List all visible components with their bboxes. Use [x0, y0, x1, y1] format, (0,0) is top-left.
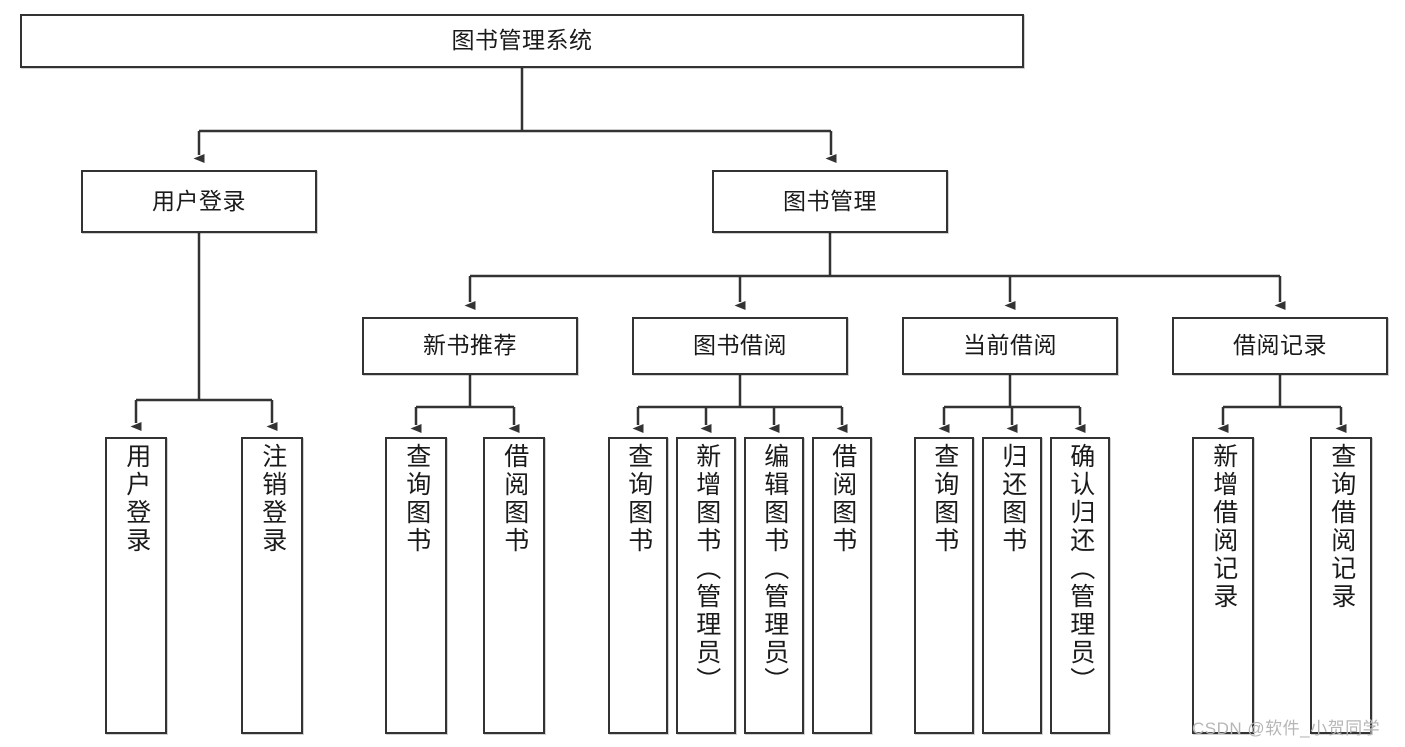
node-leaf-cur-return-book[interactable]: 归还图书: [982, 437, 1042, 734]
node-leaf-rec-query-book-label: 查询图书: [402, 443, 431, 555]
node-leaf-borrow-add-book[interactable]: 新增图书（管理员）: [676, 437, 736, 734]
node-book-manage[interactable]: 图书管理: [712, 170, 948, 233]
node-leaf-borrow-query-book[interactable]: 查询图书: [608, 437, 668, 734]
node-leaf-borrow-lend-book[interactable]: 借阅图书: [812, 437, 872, 734]
node-book-manage-label: 图书管理: [783, 187, 877, 214]
node-leaf-rec-add-record-label: 新增借阅记录: [1209, 443, 1238, 611]
node-borrow-record[interactable]: 借阅记录: [1172, 317, 1388, 375]
node-leaf-cur-return-book-label: 归还图书: [998, 443, 1027, 555]
node-borrow-record-label: 借阅记录: [1233, 332, 1327, 359]
watermark: CSDN @软件_小贺同学: [1192, 719, 1381, 738]
node-leaf-cur-query-book[interactable]: 查询图书: [914, 437, 974, 734]
node-current-borrow-label: 当前借阅: [963, 332, 1057, 359]
node-leaf-borrow-edit-book[interactable]: 编辑图书（管理员）: [744, 437, 804, 734]
node-current-borrow[interactable]: 当前借阅: [902, 317, 1118, 375]
node-user-login-label: 用户登录: [152, 187, 246, 214]
node-leaf-user-login-label: 用户登录: [122, 443, 151, 555]
node-leaf-cur-confirm-return-label: 确认归还（管理员）: [1066, 443, 1095, 695]
node-new-book-rec-label: 新书推荐: [423, 332, 517, 359]
node-root-label: 图书管理系统: [451, 27, 593, 54]
node-leaf-borrow-add-book-label: 新增图书（管理员）: [692, 443, 721, 695]
node-leaf-rec-query-book[interactable]: 查询图书: [385, 437, 447, 734]
node-leaf-rec-query-record-label: 查询借阅记录: [1327, 443, 1356, 611]
node-leaf-user-logout-label: 注销登录: [258, 443, 287, 555]
node-leaf-user-logout[interactable]: 注销登录: [241, 437, 303, 734]
node-leaf-rec-query-record[interactable]: 查询借阅记录: [1310, 437, 1372, 734]
node-root[interactable]: 图书管理系统: [20, 14, 1024, 68]
node-leaf-rec-add-record[interactable]: 新增借阅记录: [1192, 437, 1254, 734]
node-leaf-borrow-lend-book-label: 借阅图书: [828, 443, 857, 555]
node-leaf-cur-query-book-label: 查询图书: [930, 443, 959, 555]
node-user-login[interactable]: 用户登录: [81, 170, 317, 233]
node-leaf-rec-borrow-book-label: 借阅图书: [500, 443, 529, 555]
node-new-book-rec[interactable]: 新书推荐: [362, 317, 578, 375]
node-book-borrow-label: 图书借阅: [693, 332, 787, 359]
node-leaf-user-login[interactable]: 用户登录: [105, 437, 167, 734]
node-leaf-cur-confirm-return[interactable]: 确认归还（管理员）: [1050, 437, 1110, 734]
node-leaf-borrow-query-book-label: 查询图书: [624, 443, 653, 555]
node-leaf-rec-borrow-book[interactable]: 借阅图书: [483, 437, 545, 734]
node-book-borrow[interactable]: 图书借阅: [632, 317, 848, 375]
node-leaf-borrow-edit-book-label: 编辑图书（管理员）: [760, 443, 789, 695]
